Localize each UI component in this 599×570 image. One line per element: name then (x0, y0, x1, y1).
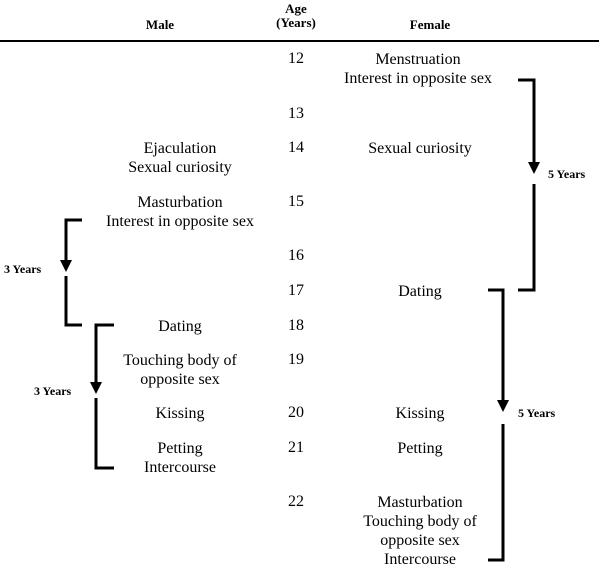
age-17: 17 (288, 282, 304, 299)
male-age15-milestones: Masturbation Interest in opposite sex (80, 193, 280, 231)
female-sexual-curiosity: Sexual curiosity (368, 140, 472, 157)
female-dating: Dating (398, 283, 442, 300)
female-upper-bracket-top (518, 78, 536, 162)
female-touching-line2: opposite sex (380, 532, 460, 549)
male-lower-bracket-label: 3 Years (34, 384, 72, 398)
female-upper-bracket-bottom (518, 184, 536, 292)
female-lower-bracket-label: 5 Years (518, 406, 556, 420)
female-kissing: Kissing (395, 405, 445, 422)
header-rule (0, 40, 599, 42)
male-sexual-curiosity: Sexual curiosity (128, 159, 232, 176)
male-column-header: Male (145, 17, 175, 32)
female-age22-milestones: Masturbation Touching body of opposite s… (340, 493, 500, 569)
male-dating: Dating (158, 318, 202, 335)
male-upper-bracket-top (64, 218, 82, 260)
age-column-header: Age (Years) (262, 2, 330, 30)
female-touching-line1: Touching body of (363, 513, 477, 530)
age-22: 22 (288, 493, 304, 510)
age-header-line2: (Years) (276, 15, 316, 30)
age-19: 19 (288, 351, 304, 368)
male-petting: Petting (157, 440, 203, 457)
male-interest-opposite-sex: Interest in opposite sex (106, 213, 254, 230)
male-touching-line1: Touching body of (123, 352, 237, 369)
male-touching-line2: opposite sex (140, 371, 220, 388)
male-age21-milestones: Petting Intercourse (110, 439, 250, 477)
female-lower-bracket-bottom (488, 424, 505, 562)
female-lower-arrowhead (497, 400, 509, 412)
male-lower-bracket-top (94, 323, 114, 382)
age-header-line1: Age (285, 1, 307, 16)
female-masturbation: Masturbation (377, 494, 463, 511)
female-upper-bracket-label: 5 Years (548, 167, 586, 181)
female-intercourse: Intercourse (384, 551, 456, 568)
male-intercourse: Intercourse (144, 459, 216, 476)
male-ejaculation: Ejaculation (143, 140, 217, 157)
female-age12-milestones: Menstruation Interest in opposite sex (323, 50, 513, 88)
male-age14-milestones: Ejaculation Sexual curiosity (90, 139, 270, 177)
age-16: 16 (288, 247, 304, 264)
age-12: 12 (288, 50, 304, 67)
male-kissing: Kissing (155, 405, 205, 422)
age-13: 13 (288, 105, 304, 122)
male-masturbation: Masturbation (137, 194, 223, 211)
male-touching-body: Touching body of opposite sex (100, 351, 260, 389)
male-lower-arrowhead (90, 382, 102, 394)
male-upper-bracket-bottom (64, 276, 82, 327)
male-upper-bracket-label: 3 Years (4, 262, 42, 276)
age-21: 21 (288, 439, 304, 456)
female-petting: Petting (397, 440, 443, 457)
female-column-header: Female (409, 17, 451, 32)
female-menstruation: Menstruation (375, 51, 461, 68)
age-15: 15 (288, 193, 304, 210)
female-upper-arrowhead (528, 162, 540, 174)
age-14: 14 (288, 139, 304, 156)
male-upper-arrowhead (60, 260, 72, 272)
age-18: 18 (288, 317, 304, 334)
age-20: 20 (288, 404, 304, 421)
female-lower-bracket-top (488, 288, 505, 400)
male-lower-bracket-bottom (94, 398, 114, 470)
female-interest-opposite-sex: Interest in opposite sex (344, 70, 492, 87)
